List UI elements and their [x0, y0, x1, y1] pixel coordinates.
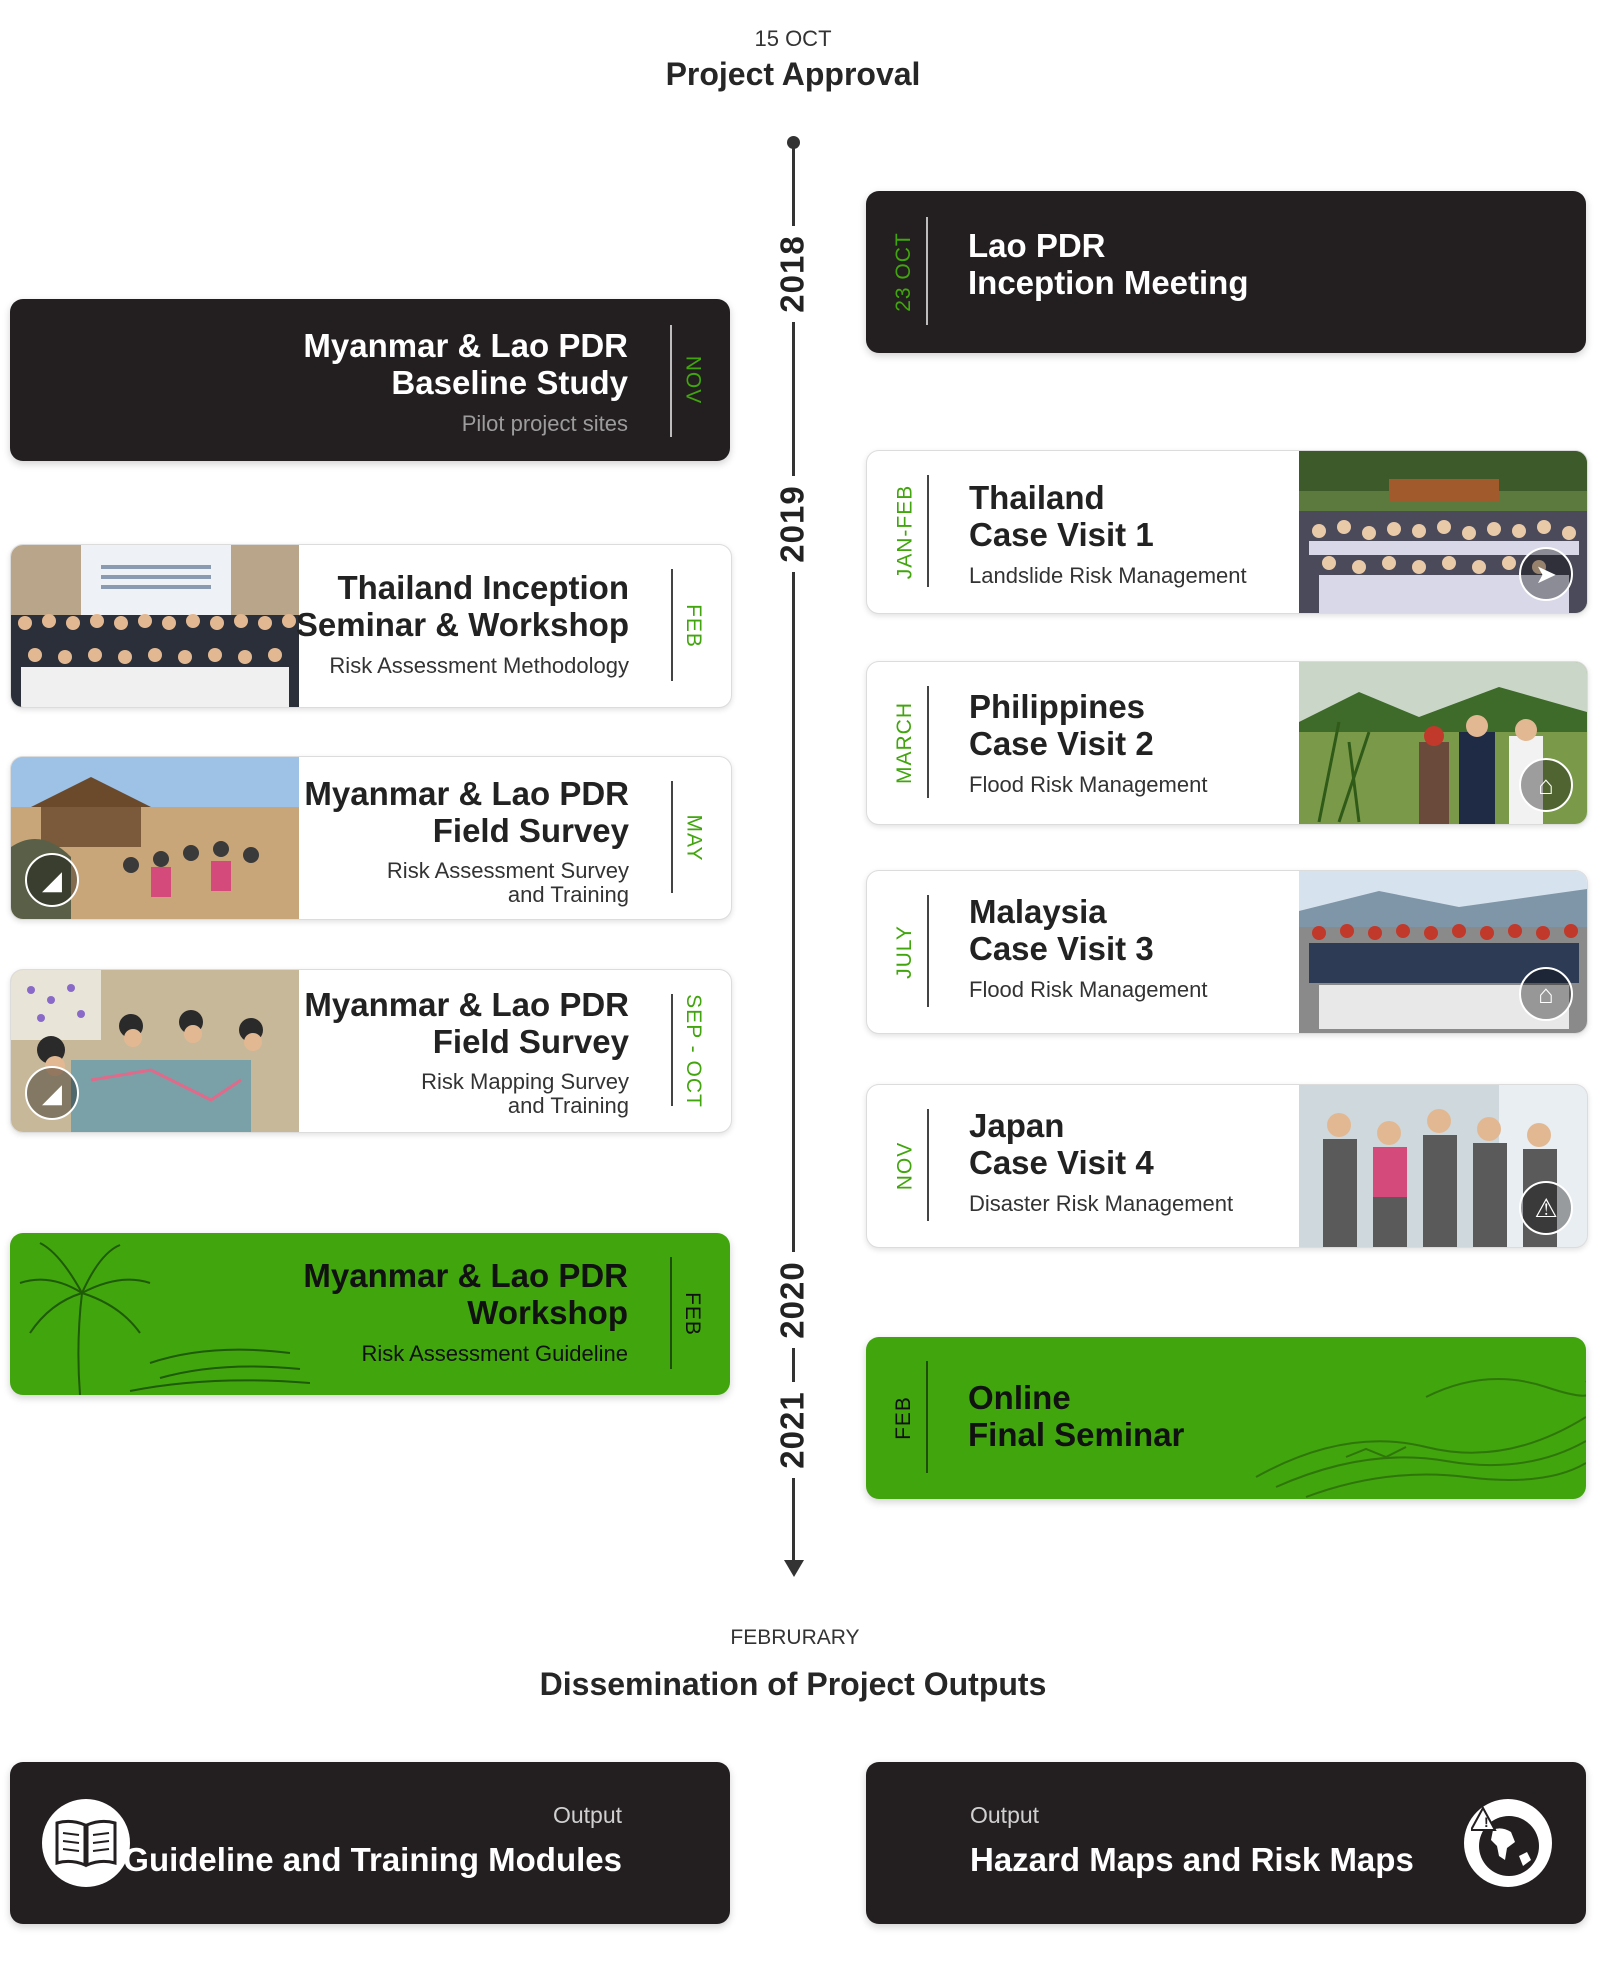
output-label: Output: [552, 1802, 622, 1828]
cursor-icon: ➤: [1519, 547, 1573, 601]
event-title: Final Seminar: [968, 1416, 1185, 1453]
event-title: Myanmar & Lao PDR: [303, 327, 628, 364]
svg-text:!: !: [1484, 1814, 1489, 1830]
event-title: Thailand Inception: [337, 569, 629, 606]
event-title: Case Visit 4: [969, 1144, 1154, 1181]
event-subtitle: Flood Risk Management: [969, 977, 1208, 1002]
village-photo: [11, 757, 299, 919]
event-month: FEB: [892, 1396, 915, 1440]
event-title: Myanmar & Lao PDR: [303, 1257, 628, 1294]
event-philippines-case-visit: MARCH Philippines Case Visit 2 Flood Ris…: [866, 661, 1588, 825]
year-2020: 2020: [758, 1252, 828, 1348]
divider: [671, 569, 673, 681]
event-subtitle: Flood Risk Management: [969, 772, 1208, 797]
divider: [926, 217, 928, 325]
event-malaysia-case-visit: JULY Malaysia Case Visit 3 Flood Risk Ma…: [866, 870, 1588, 1034]
event-title: Lao PDR: [968, 227, 1106, 264]
event-subtitle: and Training: [507, 882, 629, 907]
timeline-start-dot: [787, 136, 800, 149]
timeline-end-arrow: [784, 1560, 804, 1577]
event-title: Thailand: [969, 479, 1105, 516]
event-title: Myanmar & Lao PDR: [304, 986, 629, 1023]
event-title: Japan: [969, 1107, 1065, 1144]
divider: [927, 475, 929, 587]
event-title: Case Visit 3: [969, 930, 1154, 967]
landslide-icon: ◢: [25, 853, 79, 907]
event-subtitle: Risk Assessment Guideline: [361, 1341, 628, 1366]
event-title: Baseline Study: [391, 364, 628, 401]
flood-house-icon: ⌂: [1519, 758, 1573, 812]
landslide-icon: ◢: [25, 1066, 79, 1120]
globe-warning-icon: !: [1464, 1799, 1552, 1887]
output-title: Guideline and Training Modules: [123, 1841, 622, 1878]
event-month: FEB: [681, 1292, 704, 1336]
event-baseline-study: NOV Myanmar & Lao PDR Baseline Study Pil…: [10, 299, 730, 461]
divider: [670, 325, 672, 437]
divider: [670, 1257, 672, 1369]
event-month: NOV: [893, 1141, 917, 1191]
field-photo: [1299, 662, 1587, 824]
event-month: SEP - OCT: [682, 994, 706, 1108]
event-title: Case Visit 2: [969, 725, 1154, 762]
event-title: Case Visit 1: [969, 516, 1154, 553]
event-subtitle: Disaster Risk Management: [969, 1191, 1234, 1216]
event-subtitle: and Training: [507, 1093, 629, 1118]
event-title: Philippines: [969, 688, 1146, 725]
approval-date: 15 OCT: [754, 26, 832, 51]
event-subtitle: Landslide Risk Management: [969, 563, 1247, 588]
divider: [671, 994, 673, 1106]
event-field-survey-may: ◢ MAY Myanmar & Lao PDR Field Survey Ris…: [10, 756, 732, 920]
event-title: Inception Meeting: [968, 264, 1249, 301]
event-field-survey-sep-oct: ◢ SEP - OCT Myanmar & Lao PDR Field Surv…: [10, 969, 732, 1133]
event-month: NOV: [681, 355, 705, 405]
year-2019: 2019: [758, 476, 828, 572]
timeline-axis: [792, 142, 795, 1562]
event-month: MARCH: [893, 702, 916, 784]
palm-tree-illustration: [19, 1242, 310, 1395]
event-title: Field Survey: [432, 812, 629, 849]
event-month: JAN-FEB: [893, 484, 917, 580]
event-workshop: FEB Myanmar & Lao PDR Workshop Risk Asse…: [10, 1233, 730, 1395]
landscape-illustration: [1255, 1378, 1586, 1498]
seminar-photo: [11, 545, 299, 707]
event-japan-case-visit: NOV Japan Case Visit 4 Disaster Risk Man…: [866, 1084, 1588, 1248]
approval-title: Project Approval: [665, 56, 921, 92]
event-month: MAY: [682, 814, 706, 862]
flood-house-icon: ⌂: [1519, 967, 1573, 1021]
book-icon: [42, 1799, 130, 1887]
event-title: Workshop: [467, 1294, 628, 1331]
event-thailand-case-visit: JAN-FEB Thailand Case Visit 1 Landslide …: [866, 450, 1588, 614]
event-month: 23 OCT: [892, 232, 915, 312]
divider: [927, 1109, 929, 1221]
event-title: Field Survey: [432, 1023, 629, 1060]
event-title: Seminar & Workshop: [295, 606, 629, 643]
event-subtitle: Risk Assessment Survey: [386, 858, 629, 883]
output-label: Output: [970, 1802, 1040, 1828]
divider: [927, 686, 929, 798]
divider: [927, 895, 929, 1007]
event-online-final-seminar: FEB Online Final Seminar: [866, 1337, 1586, 1499]
output-title: Hazard Maps and Risk Maps: [970, 1841, 1414, 1878]
event-title: Online: [968, 1379, 1071, 1416]
divider: [926, 1361, 928, 1473]
year-2021: 2021: [758, 1382, 828, 1478]
event-month: FEB: [682, 604, 705, 648]
year-2018: 2018: [758, 226, 828, 322]
output-maps-card: Output Hazard Maps and Risk Maps !: [866, 1762, 1586, 1924]
dissemination-title: Dissemination of Project Outputs: [539, 1666, 1047, 1702]
event-thailand-inception-seminar: FEB Thailand Inception Seminar & Worksho…: [10, 544, 732, 708]
divider: [671, 781, 673, 893]
output-guideline-card: Output Guideline and Training Modules: [10, 1762, 730, 1924]
dissemination-date: FEBRURARY: [730, 1626, 860, 1649]
event-subtitle: Risk Mapping Survey: [421, 1069, 629, 1094]
event-title: Myanmar & Lao PDR: [304, 775, 629, 812]
event-title: Malaysia: [969, 893, 1107, 930]
event-lao-inception-meeting: 23 OCT Lao PDR Inception Meeting: [866, 191, 1586, 353]
mapping-photo: [11, 970, 299, 1132]
event-subtitle: Pilot project sites: [461, 411, 628, 436]
event-month: JULY: [893, 925, 917, 979]
event-subtitle: Risk Assessment Methodology: [329, 653, 629, 678]
visit-photo: [1299, 1085, 1587, 1247]
warning-icon: ⚠: [1519, 1181, 1573, 1235]
